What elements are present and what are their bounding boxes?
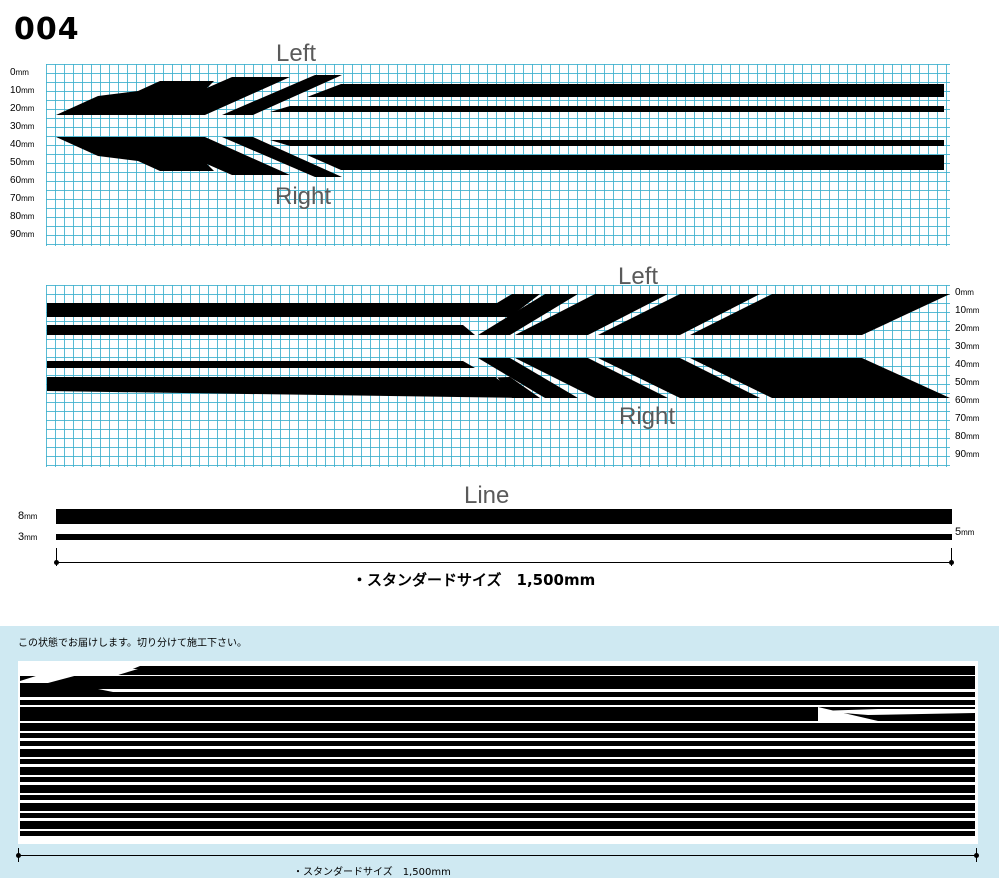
- y-label-30: 30mm: [10, 121, 35, 132]
- line-thick-stripe: [56, 509, 952, 524]
- design2-left-stripe-thick: [47, 294, 540, 317]
- design1-right-shape-2: [145, 137, 290, 175]
- design2-right-stripe-thin: [47, 361, 475, 368]
- design1-left-label: Left: [276, 40, 317, 67]
- design1-right-stripe-thin: [270, 140, 944, 146]
- y-right-label-90: 90mm: [955, 449, 980, 460]
- dimension-dot-left: [54, 560, 59, 565]
- panel-dimension-line: [18, 855, 976, 856]
- delivery-note: この状態でお届けします。切り分けて施工下さい。: [18, 638, 247, 649]
- y-right-label-70: 70mm: [955, 413, 980, 424]
- design2-left-label: Left: [618, 263, 659, 290]
- y-label-0: 0mm: [10, 67, 29, 78]
- design1-decal: [56, 75, 944, 177]
- panel-dot-left: [16, 853, 21, 858]
- y-label-40: 40mm: [10, 139, 35, 150]
- y-right-label-0: 0mm: [955, 287, 974, 298]
- design1-left-stripe-thick: [307, 84, 944, 97]
- y-label-60: 60mm: [10, 175, 35, 186]
- y-label-80: 80mm: [10, 211, 35, 222]
- design2-left-shape-4: [690, 294, 950, 335]
- standard-size-label: ・スタンダードサイズ 1,500mm: [352, 571, 596, 589]
- design-number: 004: [14, 12, 80, 47]
- line-label: Line: [464, 482, 510, 509]
- design2-left-shape-3: [598, 294, 760, 335]
- line-thick-size: 8mm: [18, 510, 38, 522]
- y-label-70: 70mm: [10, 193, 35, 204]
- dimension-dot-right: [949, 560, 954, 565]
- dimension-tick-right: [951, 548, 952, 566]
- design2-right-shape-4: [690, 358, 950, 398]
- design1-left-shape-3: [222, 75, 342, 115]
- panel-standard-size-label: ・スタンダードサイズ 1,500mm: [293, 867, 451, 878]
- design2-right-stripe-thick: [47, 377, 522, 398]
- design2-right-label: Right: [619, 403, 676, 430]
- y-label-50: 50mm: [10, 157, 35, 168]
- design2-decal: [47, 294, 950, 398]
- design1-right-stripe-thick: [307, 155, 944, 170]
- line-thin-stripe: [56, 534, 952, 540]
- design2-left-stripe-thin: [47, 325, 475, 335]
- design1-left-stripe-thin: [270, 106, 944, 112]
- y-right-label-20: 20mm: [955, 323, 980, 334]
- design2-left-shape-2: [515, 294, 668, 335]
- design2-right-shape-1: [478, 358, 578, 398]
- y-label-10: 10mm: [10, 85, 35, 96]
- y-label-90: 90mm: [10, 229, 35, 240]
- panel-dot-right: [974, 853, 979, 858]
- line-gap-size: 5mm: [955, 526, 975, 538]
- decal-sheet-stripes: [20, 666, 975, 836]
- dimension-tick-left: [56, 548, 57, 566]
- line-thin-size: 3mm: [18, 531, 38, 543]
- y-right-label-50: 50mm: [955, 377, 980, 388]
- design2-right-shape-2: [515, 358, 668, 398]
- design2-right-shape-3: [598, 358, 760, 398]
- y-right-label-40: 40mm: [955, 359, 980, 370]
- y-right-label-30: 30mm: [955, 341, 980, 352]
- design1-right-label: Right: [275, 183, 332, 210]
- y-right-label-80: 80mm: [955, 431, 980, 442]
- design1-left-shape-2: [145, 77, 290, 115]
- y-right-label-60: 60mm: [955, 395, 980, 406]
- y-right-label-10: 10mm: [955, 305, 980, 316]
- dimension-line: [56, 562, 952, 563]
- y-label-20: 20mm: [10, 103, 35, 114]
- design2-left-shape-1: [478, 294, 578, 335]
- design1-right-shape-3: [222, 137, 342, 177]
